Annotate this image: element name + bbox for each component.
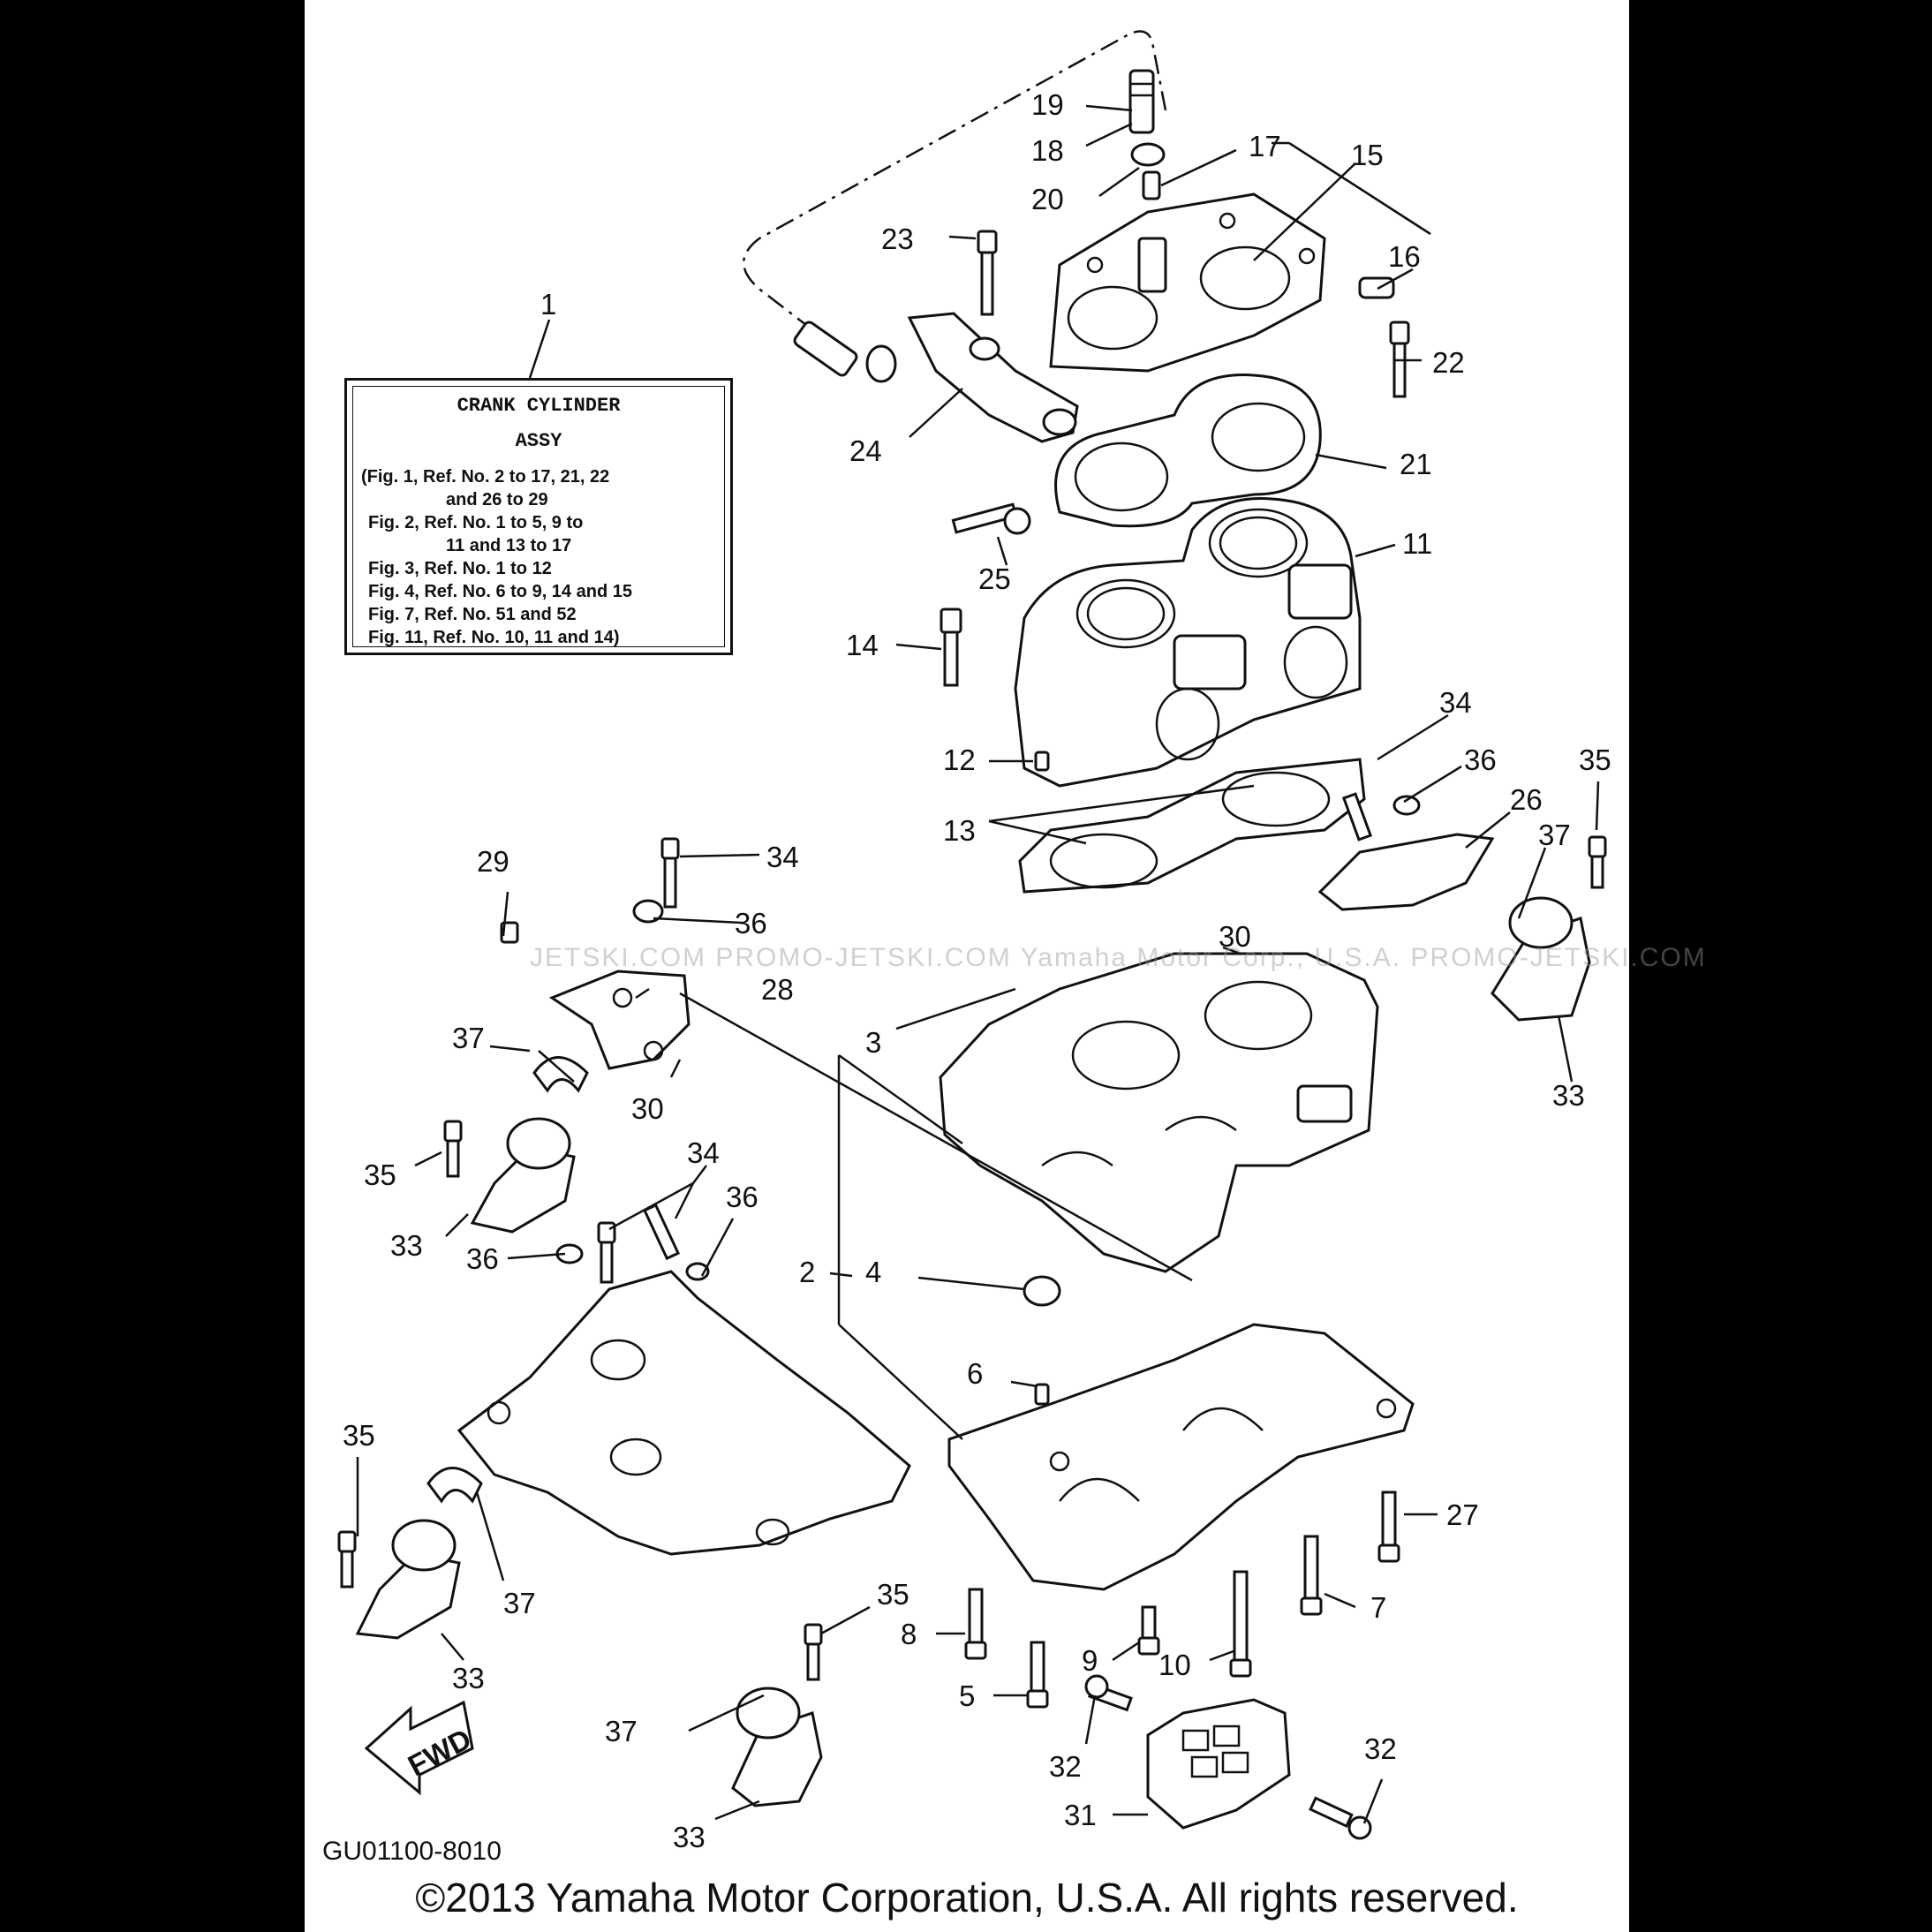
callout-35b: 35 xyxy=(364,1158,396,1191)
callout-12: 12 xyxy=(943,743,976,776)
callout-7: 7 xyxy=(1370,1591,1386,1624)
callout-23: 23 xyxy=(881,223,914,255)
callout-19: 19 xyxy=(1031,88,1064,121)
callout-37b: 37 xyxy=(452,1022,485,1054)
crankcase-lower xyxy=(947,1323,1415,1591)
crankcase-upper xyxy=(939,952,1379,1273)
assembly-subtitle: ASSY xyxy=(515,430,562,452)
breather-hose xyxy=(743,30,1167,383)
callout-21: 21 xyxy=(1400,448,1432,480)
callout-8: 8 xyxy=(901,1618,917,1650)
callout-22: 22 xyxy=(1432,346,1465,379)
callout-36c: 36 xyxy=(726,1181,758,1213)
callout-numbers: 1 2 3 4 5 6 7 8 9 10 11 12 13 14 15 16 1… xyxy=(343,88,1611,1853)
callout-35: 35 xyxy=(1579,743,1611,776)
callout-36: 36 xyxy=(1464,743,1497,776)
callout-33d: 33 xyxy=(673,1821,706,1853)
assembly-ref-line: Fig. 3, Ref. No. 1 to 12 xyxy=(368,559,552,578)
watermark: JETSKI.COM PROMO-JETSKI.COM Yamaha Motor… xyxy=(530,943,1707,972)
assembly-ref-line: and 26 to 29 xyxy=(446,490,548,509)
assembly-ref-line: Fig. 2, Ref. No. 1 to 5, 9 to xyxy=(368,513,584,532)
callout-30b: 30 xyxy=(631,1092,664,1125)
head-gasket xyxy=(1054,374,1322,528)
callout-29: 29 xyxy=(477,845,509,878)
cylinder-head-cover xyxy=(1049,142,1395,373)
assembly-reference-box: CRANK CYLINDER ASSY (Fig. 1, Ref. No. 2 … xyxy=(344,378,733,655)
copyright-notice: ©2013 Yamaha Motor Corporation, U.S.A. A… xyxy=(415,1875,1519,1921)
callout-34c: 34 xyxy=(687,1136,720,1169)
callout-25: 25 xyxy=(978,562,1011,595)
assembly-ref-line: Fig. 7, Ref. No. 51 and 52 xyxy=(368,605,577,624)
assembly-ref-line: Fig. 4, Ref. No. 6 to 9, 14 and 15 xyxy=(368,582,632,601)
assembly-ref-line: (Fig. 1, Ref. No. 2 to 17, 21, 22 xyxy=(361,467,610,487)
assembly-title: CRANK CYLINDER xyxy=(457,395,621,417)
callout-6: 6 xyxy=(967,1357,983,1390)
callout-32b: 32 xyxy=(1364,1732,1397,1765)
bolt-14-dowel-12 xyxy=(940,608,1050,772)
callout-33: 33 xyxy=(1552,1079,1585,1112)
callout-28: 28 xyxy=(761,973,794,1006)
callout-1: 1 xyxy=(540,288,556,321)
cylinder-block xyxy=(1014,496,1362,788)
diagram-code: GU01100-8010 xyxy=(322,1837,502,1866)
engine-mount-dampers xyxy=(337,835,1607,1807)
callout-33b: 33 xyxy=(390,1229,423,1262)
callout-13: 13 xyxy=(943,814,976,847)
leader-lines xyxy=(356,104,1600,1824)
callout-37c: 37 xyxy=(503,1587,536,1619)
cover-31 xyxy=(1084,1674,1372,1840)
callout-14: 14 xyxy=(846,629,879,661)
base-gaskets xyxy=(1018,758,1366,894)
callout-35c: 35 xyxy=(343,1419,375,1452)
callout-33c: 33 xyxy=(452,1662,485,1694)
callout-37d: 37 xyxy=(605,1715,638,1747)
callout-2: 2 xyxy=(799,1256,815,1288)
fwd-arrow-icon: FWD xyxy=(364,1700,477,1796)
callout-9: 9 xyxy=(1082,1644,1098,1677)
callout-11: 11 xyxy=(1402,527,1432,560)
callout-4: 4 xyxy=(865,1256,881,1288)
assembly-ref-line: 11 and 13 to 17 xyxy=(446,536,572,555)
callout-37: 37 xyxy=(1538,819,1571,851)
callout-34b: 34 xyxy=(766,841,799,873)
callout-32: 32 xyxy=(1049,1750,1082,1783)
callout-16: 16 xyxy=(1388,240,1421,273)
callout-27: 27 xyxy=(1446,1498,1479,1531)
callout-36b: 36 xyxy=(735,907,767,940)
bracket xyxy=(907,312,1079,443)
callout-36d: 36 xyxy=(466,1242,499,1275)
callout-31: 31 xyxy=(1064,1799,1097,1831)
callout-15: 15 xyxy=(1351,139,1384,171)
bearing xyxy=(1023,1275,1061,1307)
callout-34: 34 xyxy=(1439,686,1472,719)
callout-3: 3 xyxy=(865,1026,881,1059)
bolt-25 xyxy=(951,502,1031,535)
callout-35d: 35 xyxy=(877,1578,909,1611)
engine-mount-28 xyxy=(500,837,691,1070)
callout-26: 26 xyxy=(1510,783,1543,816)
callout-24: 24 xyxy=(849,434,882,467)
callout-17: 17 xyxy=(1249,130,1281,162)
callout-18: 18 xyxy=(1031,134,1064,167)
callout-10: 10 xyxy=(1158,1649,1191,1681)
callout-20: 20 xyxy=(1031,183,1064,215)
callout-5: 5 xyxy=(959,1679,975,1712)
callout-30: 30 xyxy=(1219,920,1251,953)
bolts-upper xyxy=(977,230,1410,398)
mount-bracket-26 xyxy=(1317,792,1495,911)
assembly-ref-line: Fig. 11, Ref. No. 10, 11 and 14) xyxy=(368,628,620,647)
lower-bolts xyxy=(964,1383,1400,1709)
